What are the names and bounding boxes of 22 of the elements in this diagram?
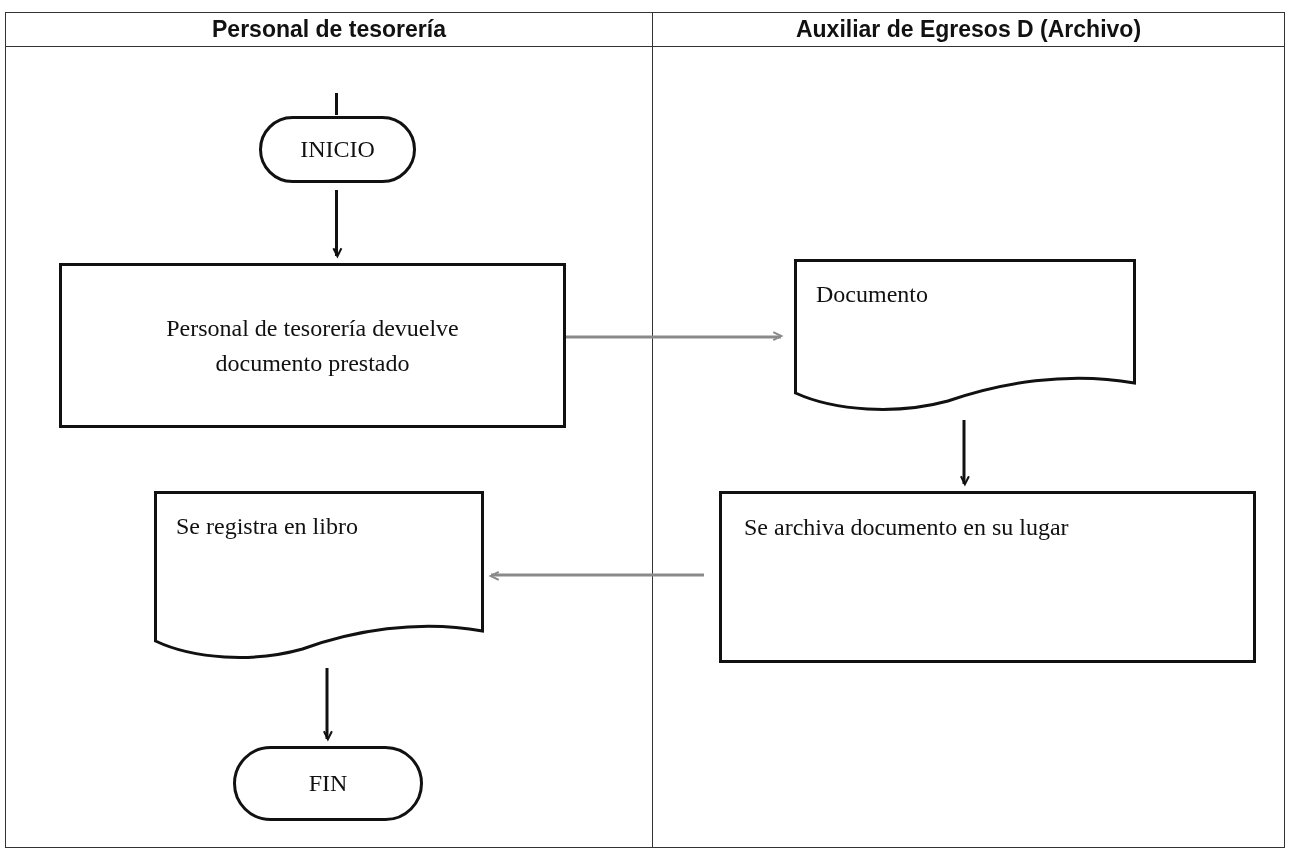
node-text: Personal de tesorería devuelve documento prestado — [165, 313, 460, 378]
document-shape — [154, 491, 484, 661]
document-shape — [794, 259, 1136, 413]
connector-line — [335, 93, 338, 115]
lane-title: Personal de tesorería — [212, 16, 446, 43]
process-box — [719, 491, 1256, 663]
terminator-shape — [259, 116, 416, 183]
arrow — [565, 331, 782, 341]
lane-title: Auxiliar de Egresos D (Archivo) — [795, 16, 1142, 43]
swimlane — [652, 12, 1285, 848]
arrow — [332, 190, 343, 257]
arrow — [490, 571, 704, 581]
node-text: INICIO — [300, 135, 375, 165]
node-text: FIN — [308, 769, 348, 799]
arrow — [960, 420, 970, 485]
process-box — [59, 263, 566, 428]
node-text: Se registra en libro — [176, 512, 358, 541]
node-text: Documento — [816, 280, 928, 309]
arrow — [323, 668, 333, 740]
swimlane — [5, 12, 652, 848]
terminator-shape — [233, 746, 423, 821]
node-text: Se archiva documento en su lugar — [744, 513, 1069, 542]
